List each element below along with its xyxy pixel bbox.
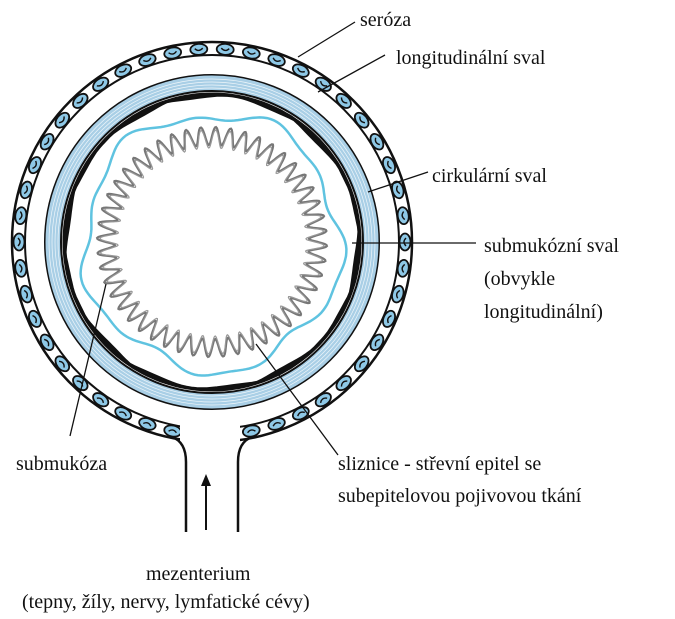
- label-seroza: seróza: [360, 9, 411, 31]
- muscle-cell: [334, 373, 354, 393]
- muscle-cell: [216, 43, 234, 55]
- muscle-cell: [14, 234, 25, 251]
- label-mucosa-2: subepitelovou pojivovou tkání: [338, 485, 582, 507]
- label-submucosal-muscle-3: longitudinální): [484, 301, 603, 323]
- muscle-cell: [313, 390, 333, 409]
- muscle-cell: [190, 43, 208, 55]
- label-mucosa-1: sliznice - střevní epitel se: [338, 453, 541, 475]
- label-longitudinal-muscle: longitudinální sval: [396, 47, 546, 69]
- longitudinal-muscle-cells: [14, 43, 411, 438]
- muscle-cell: [313, 75, 333, 94]
- mesentery-stalk: [172, 420, 252, 532]
- muscle-cell: [352, 110, 371, 130]
- muscle-cell: [291, 62, 311, 80]
- circular-muscle-band: [53, 83, 371, 401]
- leader-longitudinal: [318, 55, 385, 92]
- muscle-cell: [70, 91, 90, 111]
- label-circular-muscle: cirkulární sval: [432, 165, 547, 187]
- leader-seroza: [298, 22, 355, 57]
- muscle-cell: [113, 62, 133, 80]
- muscle-cell: [113, 405, 133, 423]
- muscle-cell: [38, 132, 56, 152]
- muscle-cell: [352, 354, 371, 374]
- label-submucosa: submukóza: [16, 453, 107, 475]
- villi-outer-outline: [97, 127, 327, 357]
- muscle-cell: [368, 132, 386, 152]
- muscle-cell: [38, 332, 56, 352]
- villi-inner-outline: [100, 130, 324, 354]
- muscle-cell: [91, 390, 111, 409]
- muscle-cell: [400, 234, 411, 251]
- muscle-cell: [368, 332, 386, 352]
- longitudinal-muscle-inner-line: [25, 55, 399, 429]
- muscle-cell: [53, 110, 72, 130]
- mesentery-arrow: [201, 474, 211, 530]
- serosa-outer-line: [12, 42, 412, 442]
- muscle-cell: [91, 75, 111, 94]
- label-submucosal-muscle-1: submukózní sval: [484, 235, 619, 257]
- muscle-cell: [334, 91, 354, 111]
- muscle-cell: [53, 354, 72, 374]
- label-submucosal-muscle-2: (obvykle: [484, 268, 555, 290]
- label-mesentery-1: mezenterium: [146, 563, 251, 585]
- label-mesentery-2: (tepny, žíly, nervy, lymfatické cévy): [22, 591, 310, 613]
- mucosa-line: [81, 117, 347, 375]
